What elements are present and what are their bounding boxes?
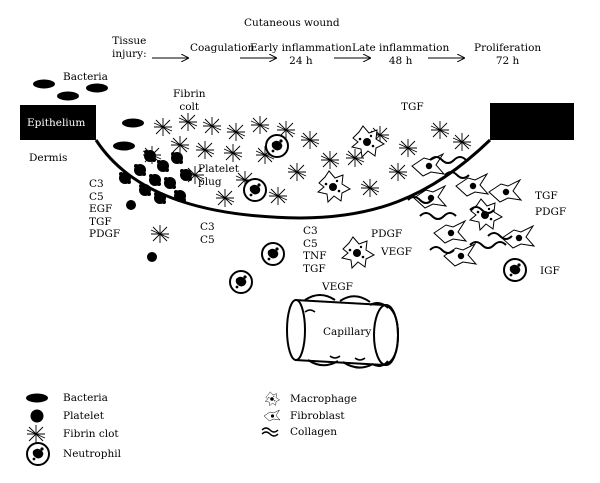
bacteria-icon xyxy=(57,91,79,101)
legend-collagen-icon xyxy=(261,427,279,437)
vegf-capillary-label: VEGF xyxy=(322,281,353,293)
pdgf-right-label: PDGF xyxy=(535,206,567,218)
bacteria-icon xyxy=(122,118,144,128)
neutrophil-icon xyxy=(265,134,289,158)
capillary-label: Capillary xyxy=(323,326,372,338)
legend-fibroblast-icon xyxy=(263,409,281,422)
collagen-group xyxy=(407,156,513,254)
legend-neutrophil-label: Neutrophil xyxy=(63,448,121,460)
legend-collagen-label: Collagen xyxy=(290,426,338,438)
bacteria-icon xyxy=(113,141,135,151)
legend-fibrin-clot-icon xyxy=(26,424,46,444)
legend-macrophage-label: Macrophage xyxy=(290,393,357,405)
wound-bed-curve xyxy=(94,138,492,220)
macrophage-icon xyxy=(341,236,375,269)
dermis-label: Dermis xyxy=(29,152,68,164)
fibroblast-icon xyxy=(433,220,467,244)
fibroblast-icon xyxy=(443,243,477,267)
fibroblast-icon xyxy=(413,185,447,209)
epithelium-left-block xyxy=(20,105,96,140)
legend-fibrin-clot-label: Fibrin clot xyxy=(63,428,119,440)
fibrin-clot-group xyxy=(142,112,472,244)
tgf-right-label: TGF xyxy=(535,190,558,202)
pdgf-mid-label: PDGF xyxy=(371,228,403,240)
legend-neutrophil-icon xyxy=(26,442,50,466)
bacteria-icon xyxy=(86,83,108,93)
platelet-icon xyxy=(147,252,157,262)
neutrophil-icon xyxy=(261,242,285,266)
legend-platelet-label: Platelet xyxy=(63,410,104,422)
macrophage-icon xyxy=(351,125,385,158)
page-title: Cutaneous wound xyxy=(244,17,340,29)
igf-label: IGF xyxy=(540,265,560,277)
epithelium-right-block xyxy=(490,103,574,140)
macrophage-icon xyxy=(317,170,351,203)
macrophage-icon xyxy=(469,198,503,231)
bacteria-icon xyxy=(33,79,55,89)
legend-bacteria-icon xyxy=(26,393,48,403)
legend-bacteria-label: Bacteria xyxy=(63,392,108,404)
epithelium-label: Epithelium xyxy=(27,117,86,129)
fibroblast-icon xyxy=(488,179,522,203)
platelet-icon xyxy=(126,200,136,210)
legend-fibroblast-label: Fibroblast xyxy=(290,410,345,422)
vegf-mid-label: VEGF xyxy=(381,246,412,258)
coagulation-label: Coagulation xyxy=(190,42,255,54)
bacteria-label: Bacteria xyxy=(63,71,108,83)
neutrophil-icon xyxy=(503,258,527,282)
neutrophil-icon xyxy=(243,178,267,202)
fibroblast-icon xyxy=(501,225,535,249)
legend-macrophage-icon xyxy=(265,391,280,406)
tgf-top-label: TGF xyxy=(401,101,424,113)
platelet-plug-group xyxy=(119,150,192,204)
capillary-vessel xyxy=(286,294,400,369)
legend-platelet-icon xyxy=(30,409,44,423)
neutrophil-icon xyxy=(229,270,253,294)
